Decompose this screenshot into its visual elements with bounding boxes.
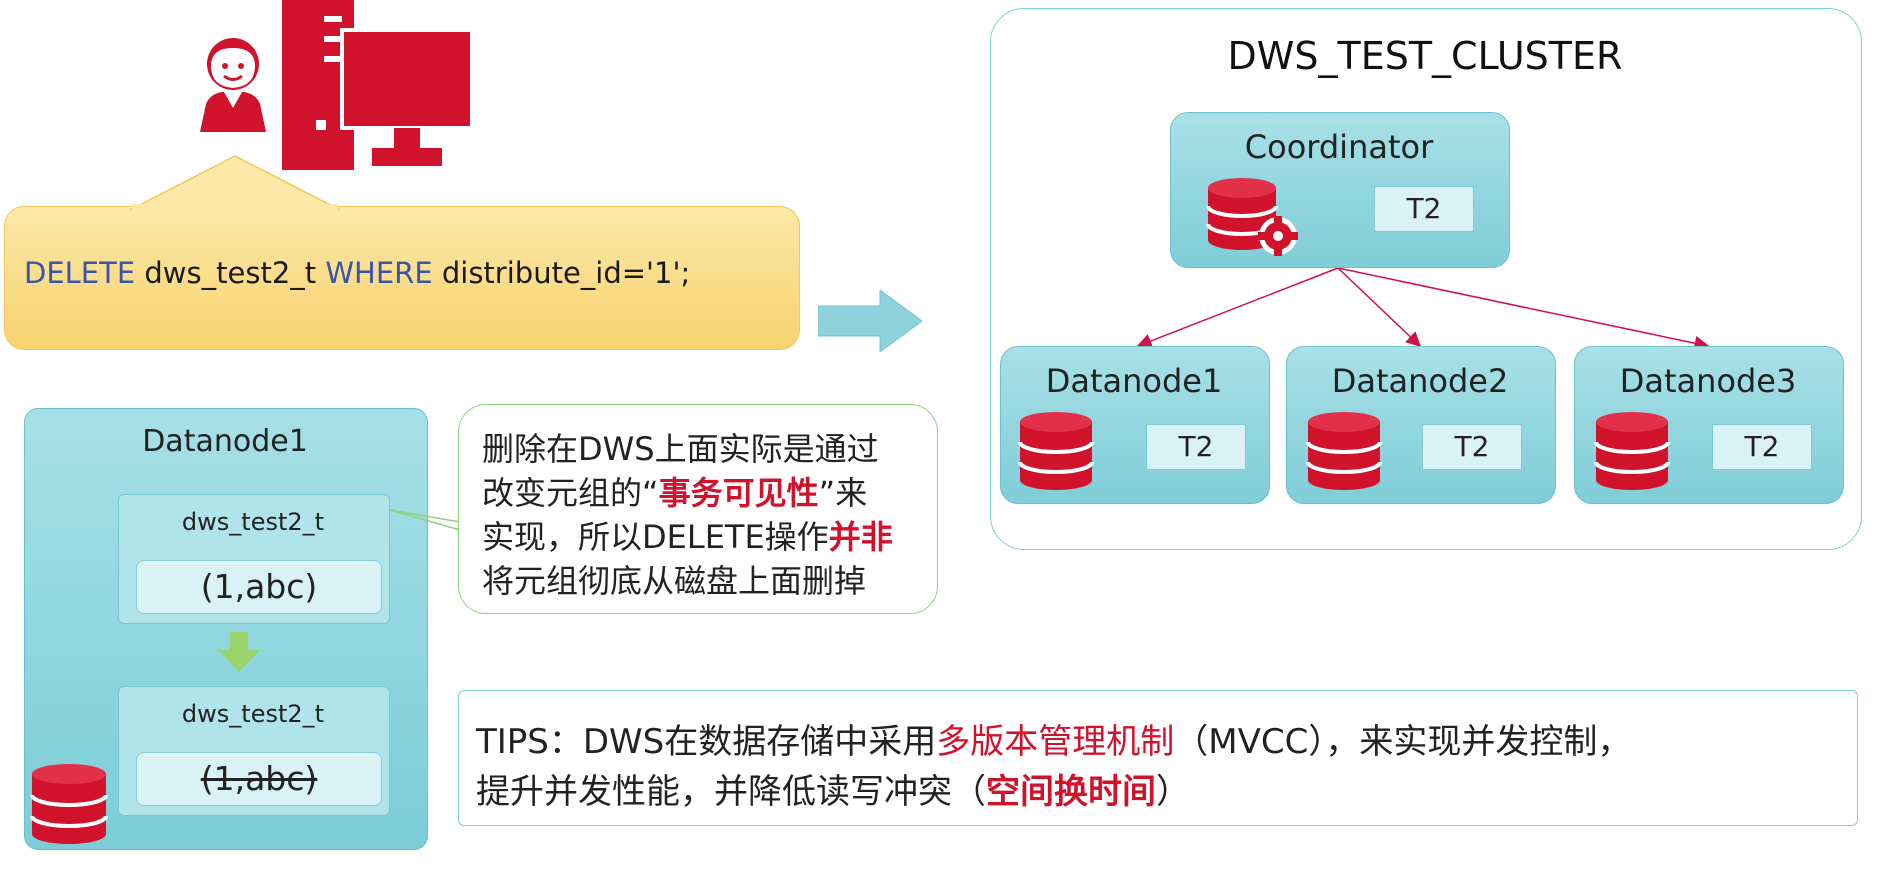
coordinator-table: T2 <box>1374 186 1474 232</box>
datanode1-table: T2 <box>1146 424 1246 470</box>
tips-highlight-space-for-time: 空间换时间 <box>986 772 1156 812</box>
datanode1-label: Datanode1 <box>1045 362 1223 400</box>
database-gear-icon <box>1206 178 1298 256</box>
tips-text: （MVCC），来实现并发控制， <box>1174 722 1632 762</box>
database-icon <box>1018 412 1094 490</box>
tips-text: ） <box>1156 772 1190 812</box>
database-icon <box>30 764 108 844</box>
table-name-before: dws_test2_t <box>181 508 325 536</box>
computer-icon <box>282 0 472 170</box>
tips-text: 提升并发性能，并降低读写冲突（ <box>476 772 986 812</box>
callout-pointer <box>130 155 340 210</box>
note-callout <box>458 404 938 614</box>
tips-box <box>458 690 1858 826</box>
sql-table-name: dws_test2_t <box>144 256 317 290</box>
note-text: 实现，所以DELETE操作 <box>482 518 829 556</box>
sql-statement: DELETE dws_test2_t WHERE distribute_id='… <box>24 256 690 290</box>
sql-keyword-delete: DELETE <box>24 256 136 290</box>
note-highlight-not: 并非 <box>828 518 893 556</box>
sql-condition: distribute_id='1'; <box>441 256 691 290</box>
tips-highlight-mvcc: 多版本管理机制 <box>936 722 1175 762</box>
tips-line-1: TIPS：DWS在数据存储中采用多版本管理机制（MVCC），来实现并发控制， <box>476 714 1631 763</box>
tuple-before: (1,abc) <box>136 560 382 614</box>
table-name-after: dws_test2_t <box>181 700 325 728</box>
arrow-right-icon <box>818 290 922 352</box>
cluster-title: DWS_TEST_CLUSTER <box>1227 34 1623 78</box>
datanode-detail-title: Datanode1 <box>142 424 308 459</box>
tips-line-2: 提升并发性能，并降低读写冲突（空间换时间） <box>476 764 1190 813</box>
sql-keyword-where: WHERE <box>325 256 433 290</box>
note-line-1: 删除在DWS上面实际是通过 <box>482 430 879 468</box>
datanode3-label: Datanode3 <box>1619 362 1797 400</box>
user-icon <box>200 38 266 132</box>
note-text: ”来 <box>818 474 868 512</box>
tips-text: TIPS：DWS在数据存储中采用 <box>476 722 937 762</box>
note-line-3: 实现，所以DELETE操作并非 <box>482 512 893 558</box>
tuple-after-deleted: (1,abc) <box>136 752 382 806</box>
database-icon <box>1594 412 1670 490</box>
arrow-down-icon <box>218 632 260 672</box>
note-text: 改变元组的“ <box>482 474 659 512</box>
datanode3-table: T2 <box>1712 424 1812 470</box>
coordinator-label: Coordinator <box>1244 128 1434 166</box>
note-pointer <box>389 509 461 531</box>
database-icon <box>1306 412 1382 490</box>
note-line-2: 改变元组的“事务可见性”来 <box>482 468 867 514</box>
datanode2-table: T2 <box>1422 424 1522 470</box>
note-line-4: 将元组彻底从磁盘上面删掉 <box>482 562 867 600</box>
sql-callout <box>4 206 800 350</box>
datanode2-label: Datanode2 <box>1331 362 1509 400</box>
note-highlight-visibility: 事务可见性 <box>658 474 819 512</box>
